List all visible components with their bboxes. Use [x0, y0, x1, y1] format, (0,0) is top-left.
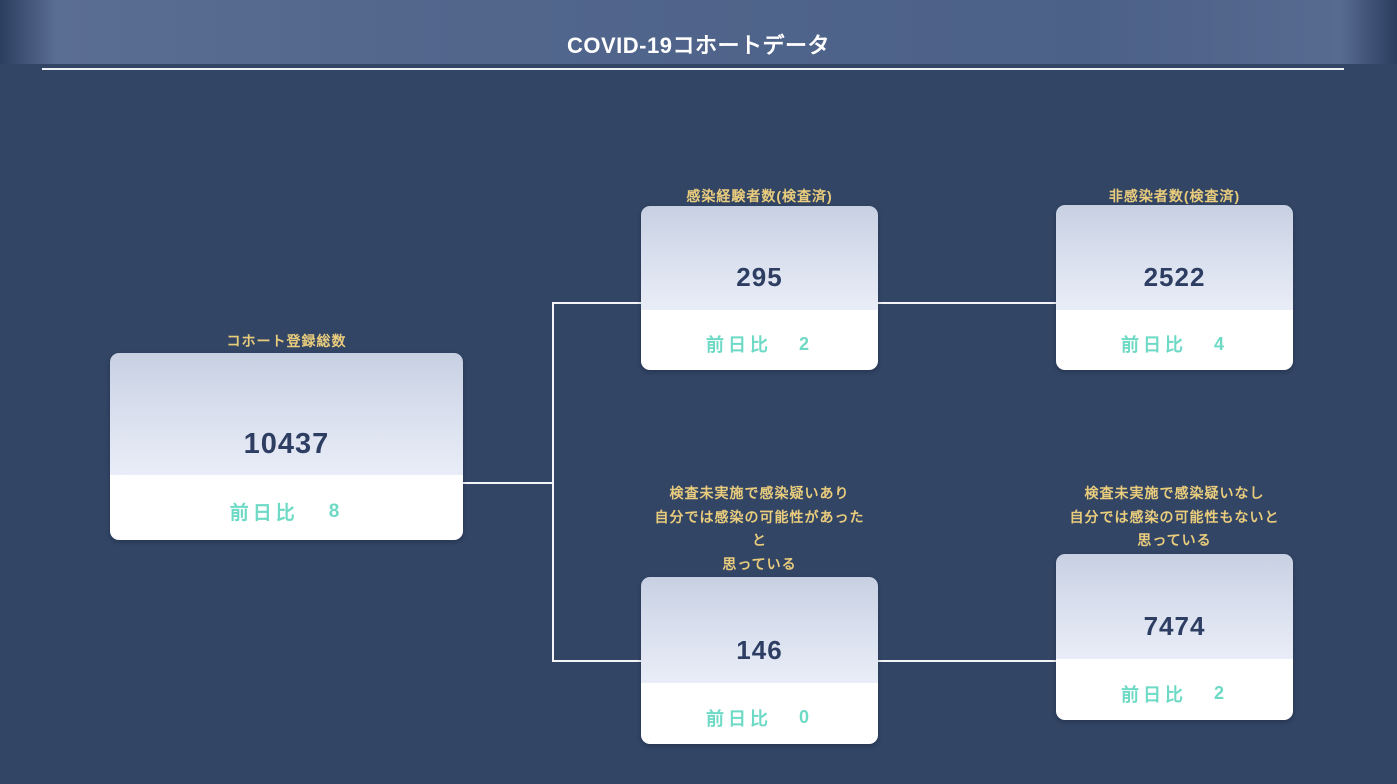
node-card-untested-suspected: 146 前日比 0	[641, 577, 878, 744]
node-card-tested-negative: 2522 前日比 4	[1056, 205, 1293, 370]
card-delta-section: 前日比 4	[1056, 310, 1293, 370]
stat-value: 295	[736, 262, 783, 292]
page-title: COVID-19コホートデータ	[567, 33, 830, 58]
card-delta-section: 前日比 8	[110, 475, 463, 540]
delta-value: 2	[1213, 683, 1228, 703]
connector-bottom-branch	[552, 660, 642, 662]
delta-label: 前日比	[1120, 335, 1187, 355]
connector-trunk	[552, 302, 554, 662]
node-label-total-registered: コホート登録総数	[226, 333, 347, 349]
node-card-untested-unsuspected: 7474 前日比 2	[1056, 554, 1293, 720]
stat-value: 10437	[243, 428, 330, 460]
card-value-section: 146	[641, 577, 878, 683]
connector-bottom-between-cards	[877, 660, 1057, 662]
stat-value: 7474	[1143, 611, 1206, 641]
delta-label: 前日比	[705, 335, 772, 355]
stat-value: 2522	[1143, 262, 1206, 292]
delta-label: 前日比	[229, 503, 299, 524]
delta-value: 2	[798, 333, 813, 354]
header-band	[0, 0, 1397, 64]
card-delta-section: 前日比 2	[641, 310, 878, 370]
header-divider	[42, 68, 1344, 70]
delta-label: 前日比	[705, 708, 772, 729]
connector-top-branch	[552, 302, 642, 304]
card-delta-section: 前日比 0	[641, 683, 878, 744]
node-label-untested-suspected: 検査未実施で感染疑いあり 自分では感染の可能性があった と 思っている	[654, 485, 865, 572]
stat-value: 146	[736, 635, 783, 665]
node-label-tested-negative: 非感染者数(検査済)	[1108, 188, 1241, 204]
node-label-tested-positive: 感染経験者数(検査済)	[686, 188, 833, 204]
card-value-section: 7474	[1056, 554, 1293, 659]
delta-value: 0	[798, 707, 813, 727]
card-value-section: 295	[641, 206, 878, 310]
node-label-untested-unsuspected: 検査未実施で感染疑いなし 自分では感染の可能性もないと 思っている	[1069, 485, 1280, 548]
card-delta-section: 前日比 2	[1056, 659, 1293, 720]
card-value-section: 2522	[1056, 205, 1293, 310]
card-value-section: 10437	[110, 353, 463, 475]
connector-root-to-trunk	[462, 482, 554, 484]
node-card-tested-positive: 295 前日比 2	[641, 206, 878, 370]
delta-value: 8	[328, 500, 344, 522]
node-card-total-registered: 10437 前日比 8	[110, 353, 463, 540]
delta-label: 前日比	[1120, 684, 1187, 705]
delta-value: 4	[1213, 333, 1228, 354]
connector-top-between-cards	[877, 302, 1057, 304]
